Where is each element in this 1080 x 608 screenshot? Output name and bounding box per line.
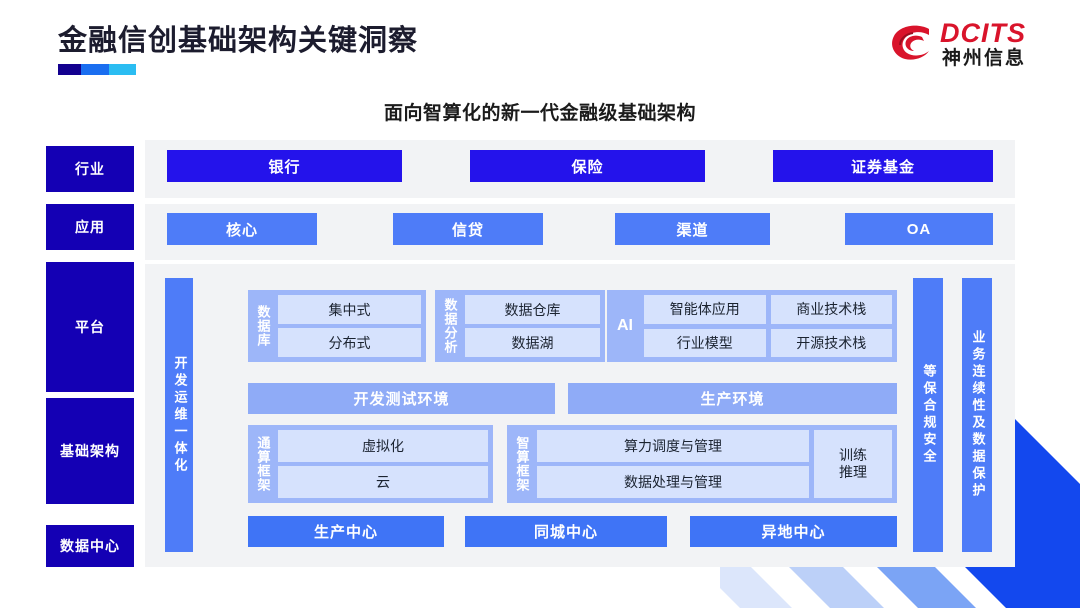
industry-pill-securities[interactable]: 证券基金 (773, 150, 993, 182)
group-intelligent-compute-framework[interactable]: 智算框架 算力调度与管理 数据处理与管理 训练推理 (507, 425, 897, 503)
environment-label: 生产环境 (700, 391, 765, 408)
application-strip: 核心 信贷 渠道 OA (145, 204, 1015, 260)
group-item-training-inference[interactable]: 训练推理 (814, 430, 892, 498)
application-pill-core[interactable]: 核心 (167, 213, 317, 245)
group-ai[interactable]: AI 智能体应用 商业技术栈 行业模型 开源技术栈 (607, 290, 897, 362)
category-label: 平台 (75, 319, 105, 335)
dcits-swirl-icon (892, 25, 929, 60)
datacenter-label: 异地中心 (761, 524, 826, 541)
diagram-subtitle: 面向智算化的新一代金融级基础架构 (383, 103, 696, 124)
group-item[interactable]: 算力调度与管理 (537, 430, 809, 462)
group-item[interactable]: 行业模型 (644, 328, 766, 357)
application-pill-oa[interactable]: OA (845, 213, 993, 245)
group-label: 数据库 (255, 305, 271, 347)
logo-subtext: 神州信息 (942, 48, 1027, 69)
continuity-vertical-bar[interactable]: 业务连续性及数据保护 (962, 278, 992, 552)
industry-pill-bank[interactable]: 银行 (167, 150, 402, 182)
industry-pill-insurance[interactable]: 保险 (470, 150, 705, 182)
compliance-vertical-bar[interactable]: 等保合规安全 (913, 278, 943, 552)
datacenter-remote[interactable]: 异地中心 (690, 516, 897, 547)
application-pill-credit[interactable]: 信贷 (393, 213, 543, 245)
group-item[interactable]: 集中式 (278, 295, 421, 324)
group-item[interactable]: 智能体应用 (644, 295, 766, 324)
devops-vertical-bar[interactable]: 开发运维一体化 (165, 278, 193, 552)
group-label: 数据分析 (442, 298, 458, 354)
group-item[interactable]: 数据仓库 (465, 295, 600, 324)
training-inference-label: 训练推理 (839, 446, 867, 481)
group-general-compute-framework[interactable]: 通算框架 虚拟化 云 (248, 425, 493, 503)
category-label: 基础架构 (60, 443, 120, 459)
group-item[interactable]: 分布式 (278, 328, 421, 357)
group-label: 通算框架 (255, 436, 271, 492)
datacenter-label: 同城中心 (533, 524, 598, 541)
category-industry[interactable]: 行业 (46, 146, 134, 192)
category-label: 应用 (75, 219, 105, 235)
page-title: 金融信创基础架构关键洞察 (58, 25, 419, 57)
pill-label: 渠道 (676, 221, 709, 239)
category-infrastructure[interactable]: 基础架构 (46, 398, 134, 504)
category-platform[interactable]: 平台 (46, 262, 134, 392)
pill-label: 银行 (268, 158, 301, 176)
group-item[interactable]: 云 (278, 466, 488, 498)
pill-label: 信贷 (451, 221, 484, 239)
platform-strip: 开发运维一体化 数据库 集中式 分布式 数据分析 数据仓库 数据湖 (145, 264, 1015, 567)
datacenter-label: 生产中心 (313, 524, 378, 541)
industry-strip: 银行 保险 证券基金 (145, 140, 1015, 198)
category-datacenter[interactable]: 数据中心 (46, 525, 134, 567)
group-item[interactable]: 数据处理与管理 (537, 466, 809, 498)
group-label: 智算框架 (514, 436, 530, 492)
datacenter-production[interactable]: 生产中心 (248, 516, 444, 547)
group-database[interactable]: 数据库 集中式 分布式 (248, 290, 426, 362)
group-item[interactable]: 商业技术栈 (770, 295, 892, 324)
group-item[interactable]: 虚拟化 (278, 430, 488, 462)
pill-label: OA (906, 220, 932, 238)
group-data-analysis[interactable]: 数据分析 数据仓库 数据湖 (435, 290, 605, 362)
logo-wordmark: DCITS (940, 18, 1026, 48)
category-label: 行业 (75, 161, 105, 177)
group-item[interactable]: 开源技术栈 (770, 328, 892, 357)
brand-logo: DCITS 神州信息 (888, 18, 1048, 76)
pill-label: 证券基金 (850, 158, 915, 176)
environment-production[interactable]: 生产环境 (568, 383, 897, 414)
devops-label: 开发运维一体化 (172, 355, 188, 475)
continuity-label: 业务连续性及数据保护 (970, 330, 986, 500)
architecture-diagram: 行业 应用 平台 基础架构 数据中心 银行 保险 证券基金 核心 信贷 渠道 O… (0, 140, 1080, 570)
compliance-label: 等保合规安全 (921, 364, 937, 466)
group-item[interactable]: 数据湖 (465, 328, 600, 357)
application-pill-channel[interactable]: 渠道 (615, 213, 770, 245)
pill-label: 保险 (571, 158, 604, 176)
datacenter-metro[interactable]: 同城中心 (465, 516, 667, 547)
category-application[interactable]: 应用 (46, 204, 134, 250)
pill-label: 核心 (225, 221, 258, 239)
environment-label: 开发测试环境 (353, 391, 450, 408)
environment-dev-test[interactable]: 开发测试环境 (248, 383, 555, 414)
category-label: 数据中心 (60, 538, 120, 554)
title-underline-rule (58, 64, 136, 75)
group-label: AI (617, 317, 633, 334)
page-header: 金融信创基础架构关键洞察 DCITS 神州信息 (0, 0, 1080, 92)
